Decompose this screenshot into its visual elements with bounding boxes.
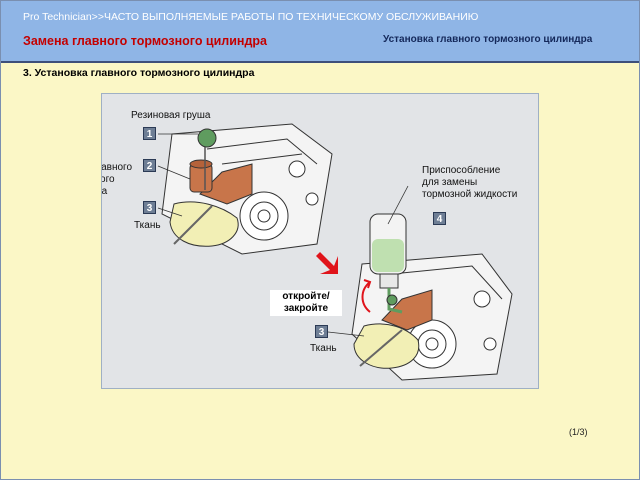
page-indicator: (1/3) — [569, 427, 588, 437]
label-cloth-2: Ткань — [310, 343, 337, 354]
callout-badge-2: 2 — [143, 159, 156, 172]
label-cloth-1: Ткань — [134, 220, 161, 231]
callout-badge-3b: 3 — [315, 325, 328, 338]
red-arrow — [316, 252, 338, 274]
reservoir-right — [369, 213, 433, 331]
label-tool: Приспособление для замены тормозной жидк… — [422, 165, 518, 200]
header-bar: Pro Technician>>ЧАСТО ВЫПОЛНЯЕМЫЕ РАБОТЫ… — [1, 1, 639, 63]
label-rubber-bulb: Резиновая груша — [131, 110, 211, 121]
callout-badge-3: 3 — [143, 201, 156, 214]
page-title: Замена главного тормозного цилиндра — [23, 34, 267, 48]
rotate-arrows — [361, 279, 372, 313]
callout-badge-4: 4 — [433, 212, 446, 225]
section-title: Установка главного тормозного цилиндра — [383, 34, 593, 45]
label-reservoir: Бачок главного тормозного цилиндра — [101, 162, 133, 197]
reservoir-left — [189, 128, 253, 205]
step-title: 3. Установка главного тормозного цилиндр… — [23, 67, 255, 79]
callout-badge-1: 1 — [143, 127, 156, 140]
breadcrumb: Pro Technician>>ЧАСТО ВЫПОЛНЯЕМЫЕ РАБОТЫ… — [23, 11, 479, 23]
brake-illustration — [157, 123, 513, 381]
illustration-panel: Резиновая груша Бачок главного тормозног… — [101, 93, 539, 389]
label-open-close: откройте/ закройте — [270, 290, 342, 316]
